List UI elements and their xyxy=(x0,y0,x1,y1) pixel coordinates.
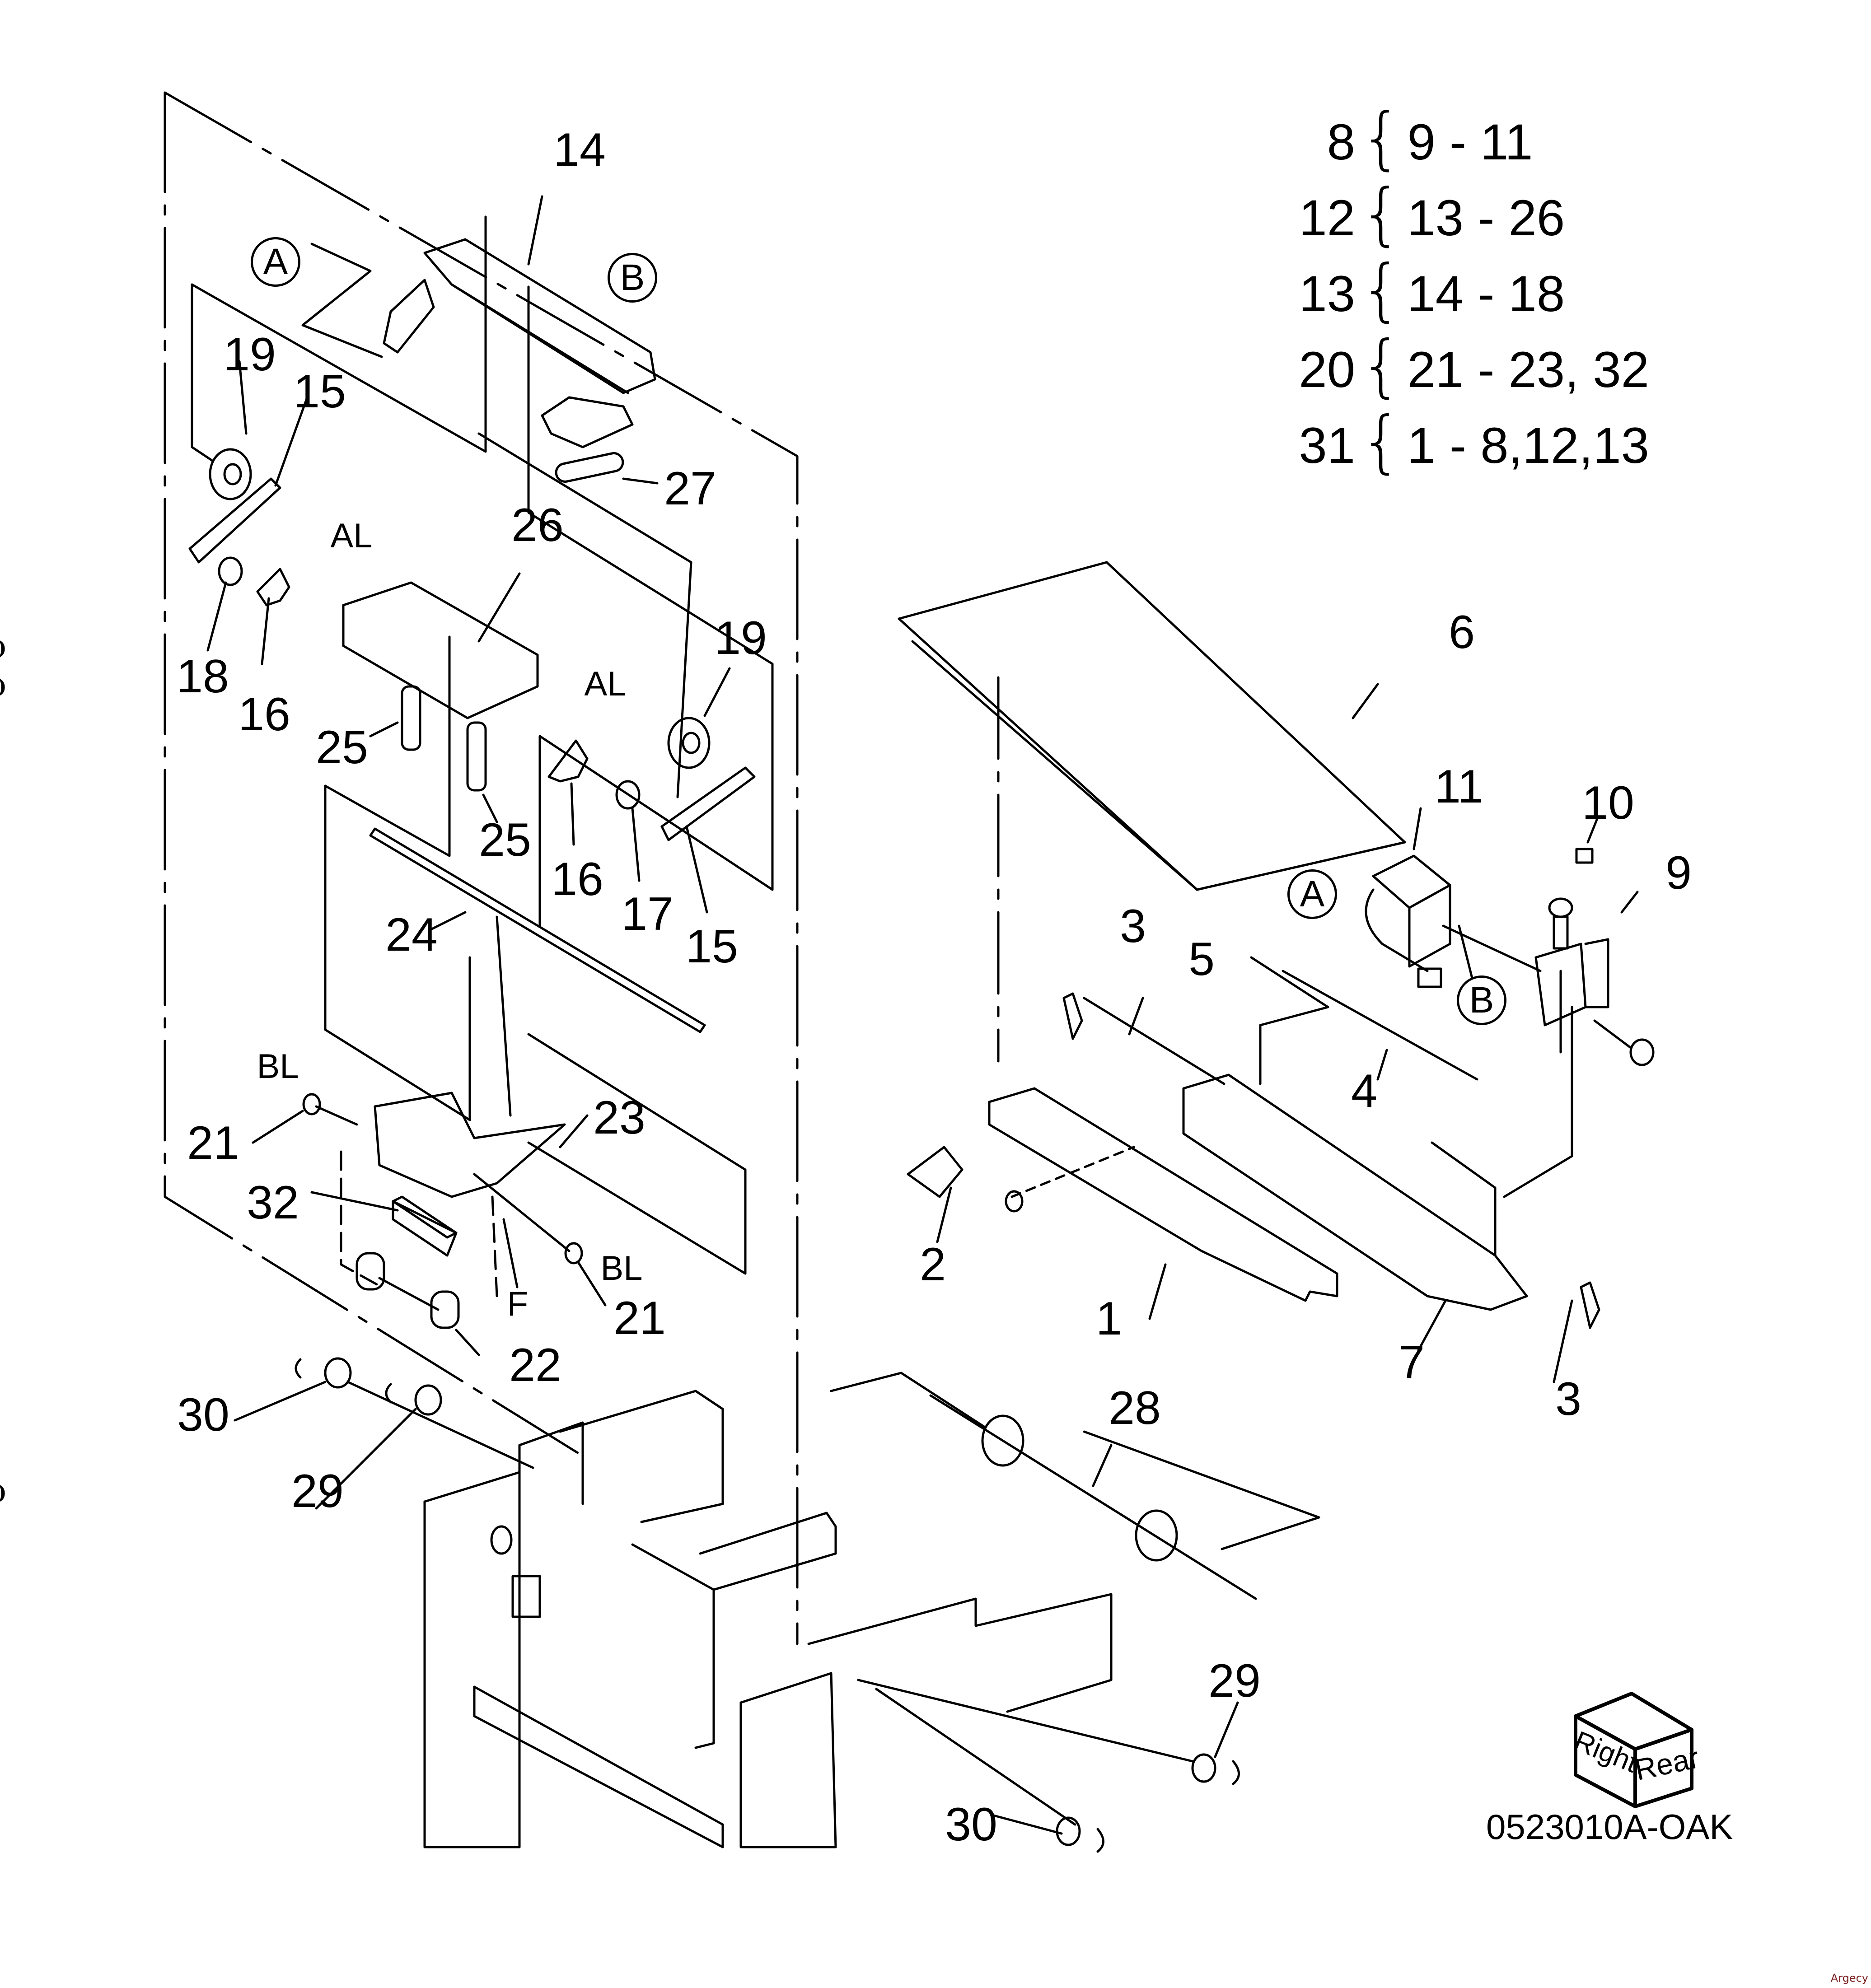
part-label: 3 xyxy=(1555,1373,1581,1425)
chassis-frame xyxy=(423,1390,837,1848)
callout-b-top: B xyxy=(608,253,657,303)
brace-icon: { xyxy=(1360,327,1403,405)
legend-children: 9 - 11 xyxy=(1407,113,1533,170)
part-label: 10 xyxy=(1582,777,1634,829)
part-label: 30 xyxy=(945,1798,997,1851)
legend-parent: 13 xyxy=(1299,265,1355,322)
part-label: 24 xyxy=(385,909,438,961)
part-label: 25 xyxy=(479,814,531,866)
part-label: 32 xyxy=(247,1176,299,1229)
legend-parent: 20 xyxy=(1299,341,1355,398)
legend-children: 13 - 26 xyxy=(1407,189,1565,246)
belt-15-right xyxy=(660,766,756,914)
part-label: 9 xyxy=(1665,847,1692,899)
part-label: 5 xyxy=(1188,933,1215,985)
part-label: AL xyxy=(584,665,627,703)
part-label: 15 xyxy=(294,365,346,418)
watermark: Argecy xyxy=(1830,1972,1868,1984)
legend-row: 20 { 21 - 23, 32 xyxy=(1287,327,1649,407)
legend-row: 8 { 9 - 11 xyxy=(1287,99,1649,180)
part-20-assembly xyxy=(252,1092,607,1356)
parts-18-16-left xyxy=(206,556,290,665)
part-label: F xyxy=(507,1285,529,1323)
part-label: 21 xyxy=(613,1292,666,1344)
part-label: 21 xyxy=(187,1117,239,1169)
part-label: 26 xyxy=(511,499,564,551)
edge-mark: ) xyxy=(0,1481,7,1504)
belt-15-left xyxy=(188,396,309,564)
gear-19-right xyxy=(667,667,731,769)
part-26-bracket xyxy=(342,572,539,719)
brace-icon: { xyxy=(1360,99,1403,177)
part-label: 16 xyxy=(238,688,290,741)
brace-icon: { xyxy=(1360,175,1403,253)
legend-children: 14 - 18 xyxy=(1407,265,1565,322)
legend-children: 1 - 8,12,13 xyxy=(1407,417,1649,474)
part-label: 19 xyxy=(224,328,276,381)
legend-parent: 31 xyxy=(1299,417,1355,474)
bracket-14-frame xyxy=(191,215,774,1275)
part-28-shaft xyxy=(830,1372,1320,1600)
part-27-spring xyxy=(555,452,659,485)
part-label: 29 xyxy=(291,1465,344,1517)
part-label: 25 xyxy=(316,721,368,774)
legend-row: 13 { 14 - 18 xyxy=(1287,251,1649,331)
part-label: 27 xyxy=(664,462,716,515)
part-label: 22 xyxy=(509,1339,561,1391)
part-label: 30 xyxy=(177,1389,229,1441)
part-label: 4 xyxy=(1351,1065,1377,1117)
part-label: 18 xyxy=(177,650,229,703)
part-8-sensor-assembly xyxy=(1365,807,1655,1066)
part-label: 16 xyxy=(551,853,603,905)
figure-id: 0523010A-OAK xyxy=(1486,1807,1733,1847)
springs-25 xyxy=(369,685,498,823)
legend-parent: 8 xyxy=(1327,113,1355,170)
assembly-legend: 8 { 9 - 11 12 { 13 - 26 13 { 14 - 18 20 … xyxy=(1287,99,1649,483)
frame-outline xyxy=(164,91,799,1645)
part-label: 15 xyxy=(686,920,738,973)
part-label: 11 xyxy=(1435,761,1483,813)
edge-mark: ) xyxy=(0,637,7,660)
edge-mark: ) xyxy=(0,675,7,698)
part-label: 3 xyxy=(1120,900,1146,952)
legend-row: 12 { 13 - 26 xyxy=(1287,175,1649,256)
part-label: 6 xyxy=(1449,606,1475,658)
part-label: 2 xyxy=(920,1238,946,1291)
part-label: 1 xyxy=(1096,1293,1122,1345)
parts-16-17-right xyxy=(547,739,641,882)
part-14-bracket xyxy=(301,195,656,448)
gear-19-left xyxy=(209,360,252,500)
part-label: 23 xyxy=(593,1092,645,1144)
callout-b-right: B xyxy=(1457,975,1506,1025)
orientation-cube xyxy=(1574,1692,1693,1808)
part-label: 29 xyxy=(1208,1655,1261,1707)
callout-a-top: A xyxy=(251,237,300,287)
part-label: 14 xyxy=(553,124,606,176)
legend-parent: 12 xyxy=(1299,189,1355,246)
part-label: 28 xyxy=(1109,1382,1161,1434)
brace-icon: { xyxy=(1360,402,1403,481)
part-24-shaft xyxy=(369,827,706,1117)
callout-a-right: A xyxy=(1287,869,1337,919)
part-7-base xyxy=(907,956,1600,1383)
part-label: AL xyxy=(330,517,373,555)
legend-children: 21 - 23, 32 xyxy=(1407,341,1649,398)
brace-icon: { xyxy=(1360,251,1403,329)
lower-right-frame xyxy=(807,1593,1240,1853)
part-label: BL xyxy=(257,1047,299,1086)
legend-row: 31 { 1 - 8,12,13 xyxy=(1287,402,1649,483)
part-label: 17 xyxy=(621,888,674,940)
part-label: 7 xyxy=(1399,1336,1425,1389)
parts-29-30-left xyxy=(234,1357,534,1510)
part-label: 19 xyxy=(715,612,767,664)
part-label: BL xyxy=(600,1249,643,1288)
part-6-cover xyxy=(898,561,1406,1063)
